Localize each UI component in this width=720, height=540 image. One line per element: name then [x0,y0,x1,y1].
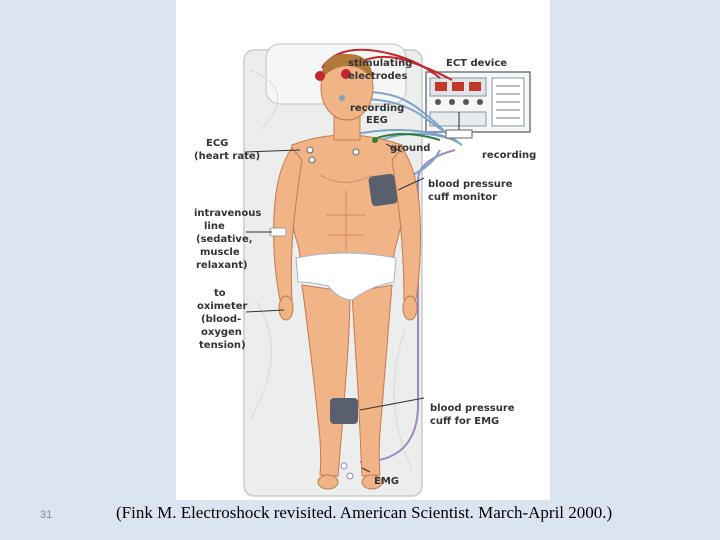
label-oximeter-2: oximeter [197,301,248,312]
label-bp-cuff-monitor-1: blood pressure [428,179,513,190]
slide-number: 31 [40,509,52,521]
citation: (Fink M. Electroshock revisited. America… [116,503,612,523]
label-ecg-1: ECG [206,138,228,149]
label-ground: ground [390,143,430,154]
label-oximeter-5: tension) [199,340,246,351]
label-bp-cuff-emg-2: cuff for EMG [430,416,499,427]
label-oximeter-4: oxygen [201,327,242,338]
label-ect-device: ECT device [446,58,507,69]
label-stimulating-electrodes-2: electrodes [348,71,407,82]
label-stimulating-electrodes-1: stimulating [348,58,412,69]
label-iv-5: relaxant) [196,260,248,271]
label-oximeter-1: to [214,288,226,299]
label-iv-1: intravenous [194,208,261,219]
label-iv-3: (sedative, [196,234,253,245]
label-iv-2: line [204,221,225,232]
label-recording-eeg-1: recording [350,103,404,114]
ect-setup-illustration: stimulating electrodes ECT device record… [176,0,550,500]
label-emg: EMG [374,476,399,487]
label-recording: recording [482,150,536,161]
label-bp-cuff-emg-1: blood pressure [430,403,515,414]
label-recording-eeg-2: EEG [366,115,388,126]
label-bp-cuff-monitor-2: cuff monitor [428,192,497,203]
label-iv-4: muscle [200,247,240,258]
ect-device [426,72,530,132]
label-oximeter-3: (blood- [201,314,241,325]
label-ecg-2: (heart rate) [194,151,260,162]
